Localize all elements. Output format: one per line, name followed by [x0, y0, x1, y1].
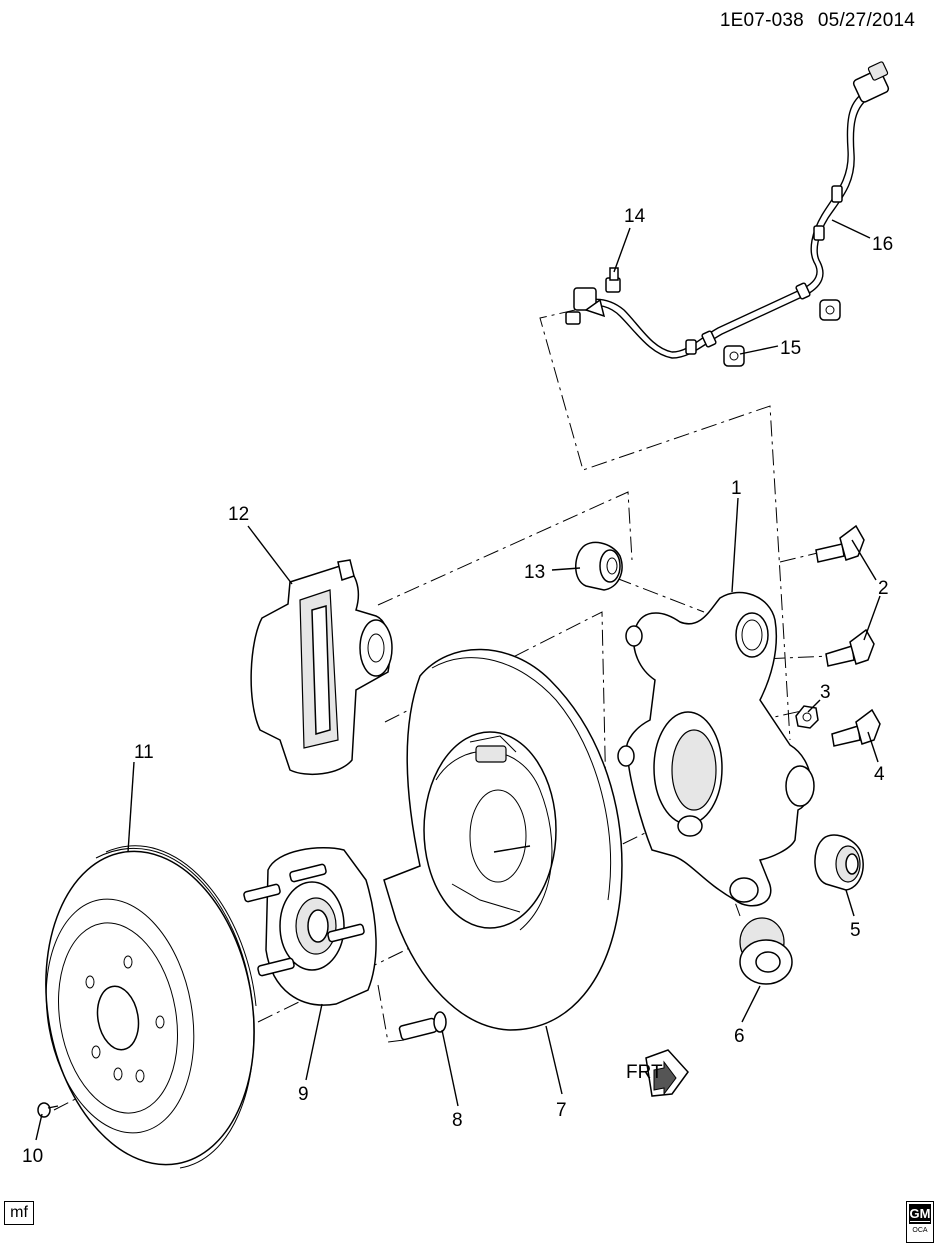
- callout-14: 14: [624, 206, 646, 227]
- callout-9: 9: [298, 1084, 309, 1105]
- bushing-lower: [739, 917, 793, 985]
- callout-10: 10: [22, 1146, 43, 1167]
- knuckle-bolt-lower: [831, 708, 881, 747]
- callout-13: 13: [524, 562, 545, 583]
- harness-clip-upper: [819, 299, 841, 321]
- harness-clip-lower: [723, 345, 745, 367]
- knuckle: [617, 591, 815, 907]
- knuckle-bolt-upper: [815, 524, 865, 563]
- backing-plate: [383, 648, 623, 1031]
- diagram-id: 1E07-038: [719, 10, 804, 31]
- wheel-speed-sensor-harness: [565, 61, 890, 359]
- brake-rotor: [45, 845, 257, 1169]
- sensor-bolt: [605, 267, 621, 293]
- gm-logo: GM OCA: [906, 1201, 934, 1243]
- knuckle-bolt-middle: [825, 628, 875, 667]
- callout-11: 11: [134, 742, 154, 763]
- callout-7: 7: [556, 1100, 567, 1121]
- hub-bearing: [243, 847, 377, 1006]
- diagram-date: 05/27/2014: [817, 10, 915, 31]
- callout-3: 3: [820, 682, 831, 703]
- gm-logo-sub: OCA: [912, 1227, 928, 1234]
- callout-16: 16: [872, 234, 893, 255]
- rotor-screw: [37, 1102, 59, 1118]
- front-arrow-label: FRT: [626, 1062, 663, 1083]
- callout-6: 6: [734, 1026, 745, 1047]
- diagram-header: 1E07-038 05/27/2014: [706, 10, 915, 32]
- caliper: [250, 559, 393, 776]
- mf-label: mf: [4, 1201, 34, 1225]
- callouts: 1 2 2 3 4 5 6 7 8 9 10 11 12 13 14 15 16: [22, 206, 893, 1167]
- bushing-rear: [814, 834, 864, 891]
- front-direction-arrow: FRT: [626, 1049, 689, 1097]
- wheel-stud: [398, 1011, 447, 1041]
- nut: [795, 705, 819, 729]
- callout-leaders: [35, 219, 881, 1141]
- bushing-upper: [575, 541, 623, 591]
- callout-2-upper: 2: [878, 578, 889, 599]
- callout-15: 15: [780, 338, 801, 359]
- callout-1: 1: [731, 478, 742, 499]
- callout-8: 8: [452, 1110, 463, 1131]
- gm-logo-mark: GM: [909, 1204, 931, 1224]
- callout-12: 12: [228, 504, 249, 525]
- callout-5: 5: [850, 920, 861, 941]
- callout-4: 4: [874, 764, 885, 785]
